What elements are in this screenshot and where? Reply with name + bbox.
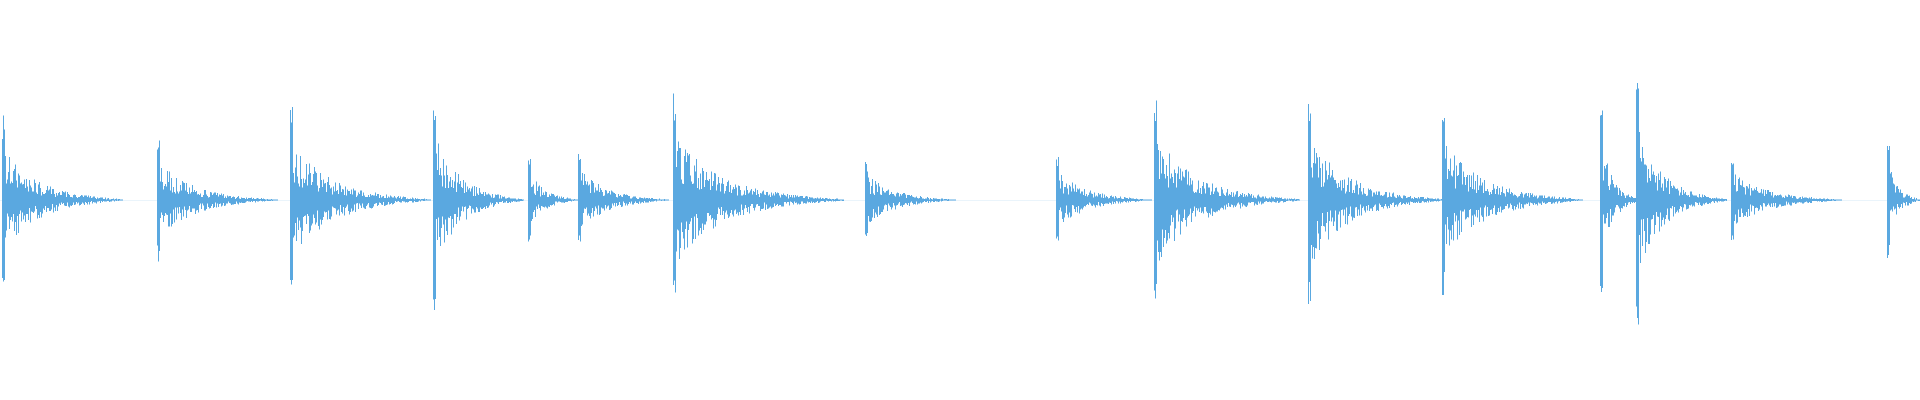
waveform-trace: [0, 83, 1920, 325]
waveform-samples: [2, 83, 1920, 325]
